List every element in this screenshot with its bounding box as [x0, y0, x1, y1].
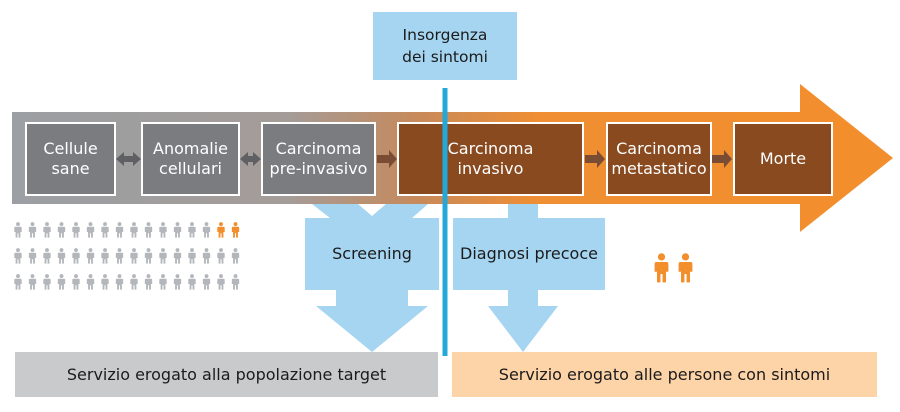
stage-box-invasive [397, 122, 584, 196]
person-icon-gray [217, 248, 225, 264]
screening-label: Screening [332, 244, 412, 263]
person-icon-gray [188, 274, 196, 290]
stage-connectors [116, 150, 732, 168]
person-icon-gray [14, 274, 22, 290]
population-icon-grid [14, 222, 240, 290]
person-icon-gray [202, 274, 211, 290]
connector-arrow [585, 150, 605, 168]
stage-label-healthy-cells: Cellule sane [43, 139, 98, 178]
person-icon-gray [144, 248, 153, 264]
person-icon-gray [43, 274, 51, 290]
person-icon-gray [14, 248, 22, 264]
person-icon-gray [173, 222, 182, 238]
stage-label-invasive: Carcinoma invasivo [447, 139, 534, 178]
person-icon-orange [678, 253, 693, 283]
connector-double-arrow [240, 152, 261, 166]
person-icon-gray [130, 222, 138, 238]
connector-arrow [712, 150, 732, 168]
person-icon-gray [101, 274, 109, 290]
target-population-service-label: Servizio erogato alla popolazione target [66, 365, 387, 384]
person-icon-gray [86, 222, 95, 238]
early-diagnosis-funnel [453, 204, 605, 352]
person-icon-orange [217, 222, 225, 238]
person-icon-gray [130, 248, 138, 264]
person-icon-gray [231, 274, 240, 290]
person-icon-gray [72, 248, 80, 264]
person-icon-orange [654, 253, 669, 283]
connector-double-arrow [116, 152, 141, 166]
person-icon-gray [57, 274, 66, 290]
person-icon-gray [130, 274, 138, 290]
person-icon-gray [159, 248, 167, 264]
stage-box-cell-anomalies [141, 122, 240, 196]
person-icon-gray [188, 248, 196, 264]
stage-label-metastatic: Carcinoma metastatico [611, 139, 707, 178]
person-icon-gray [101, 248, 109, 264]
stage-boxes [25, 122, 833, 196]
person-icon-gray [86, 274, 95, 290]
person-icon-gray [72, 274, 80, 290]
person-icon-gray [115, 248, 124, 264]
symptom-onset-box [373, 12, 517, 80]
stage-box-death [733, 122, 833, 196]
person-icon-gray [144, 274, 153, 290]
person-icon-gray [86, 248, 95, 264]
person-icon-gray [173, 248, 182, 264]
person-icon-gray [57, 248, 66, 264]
person-icon-gray [115, 222, 124, 238]
person-icon-orange [231, 222, 240, 238]
person-icon-gray [188, 222, 196, 238]
person-icon-gray [159, 222, 167, 238]
person-icon-gray [101, 222, 109, 238]
connector-arrow [377, 150, 397, 168]
early-diagnosis-label: Diagnosi precoce [460, 244, 598, 263]
symptomatic-service-bar [452, 352, 877, 397]
person-icon-gray [202, 248, 211, 264]
person-icon-gray [173, 274, 182, 290]
stage-box-metastatic [606, 122, 712, 196]
screening-funnel [305, 204, 439, 352]
person-icon-gray [115, 274, 124, 290]
person-icon-gray [144, 222, 153, 238]
person-icon-gray [43, 248, 51, 264]
stage-box-preinvasive [261, 122, 376, 196]
symptomatic-service-label: Servizio erogato alle persone con sintom… [498, 365, 831, 384]
symptomatic-people-icons [654, 253, 693, 283]
person-icon-gray [28, 274, 37, 290]
person-icon-gray [28, 222, 37, 238]
person-icon-gray [57, 222, 66, 238]
stage-label-preinvasive: Carcinoma pre-invasivo [269, 139, 368, 178]
person-icon-gray [72, 222, 80, 238]
target-population-service-bar [15, 352, 438, 397]
person-icon-gray [202, 222, 211, 238]
person-icon-gray [43, 222, 51, 238]
stage-label-cell-anomalies: Anomalie cellulari [153, 139, 228, 178]
stage-box-healthy-cells [25, 122, 116, 196]
symptom-onset-label: Insorgenza dei sintomi [402, 26, 488, 66]
person-icon-gray [231, 248, 240, 264]
person-icon-gray [217, 274, 225, 290]
person-icon-gray [159, 274, 167, 290]
person-icon-gray [28, 248, 37, 264]
stage-label-death: Morte [759, 149, 807, 168]
person-icon-gray [14, 222, 22, 238]
